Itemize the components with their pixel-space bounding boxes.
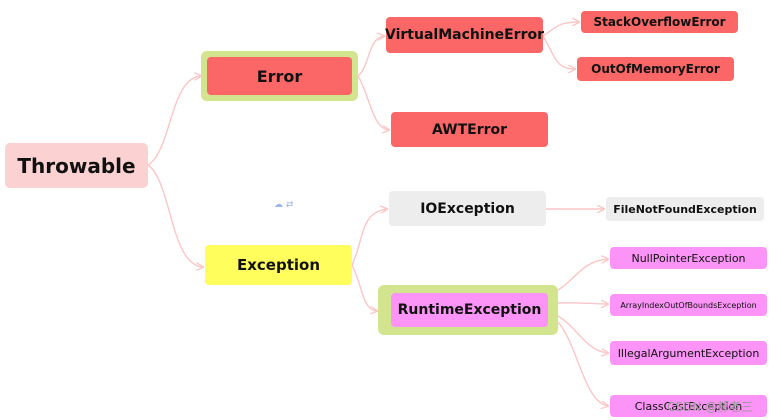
connector-error-virtualmachineerror [357, 36, 384, 77]
connector-error-awterror [357, 75, 389, 130]
node-array-index-out-of-bounds-exception-label: ArrayIndexOutOfBoundsException [620, 300, 757, 310]
node-throwable-label: Throwable [17, 153, 136, 178]
node-io-exception: IOException [389, 191, 546, 226]
node-io-exception-label: IOException [420, 200, 515, 217]
connector-throwable-error [147, 76, 201, 166]
node-exception: Exception [205, 245, 352, 285]
connector-runtime-nullpointer [557, 259, 608, 291]
node-illegal-argument-exception: IllegalArgumentException [610, 341, 767, 365]
node-null-pointer-exception: NullPointerException [610, 247, 767, 269]
cloud-logo-icon: ☁︎ ⇄ [274, 200, 294, 210]
node-null-pointer-exception-label: NullPointerException [631, 251, 746, 265]
connector-runtime-arrayindex [557, 303, 608, 304]
node-stack-overflow-error: StackOverflowError [581, 11, 738, 33]
node-throwable: Throwable [5, 143, 148, 188]
watermark-text: CSDN @郝老三 [667, 400, 754, 414]
node-runtime-exception: RuntimeException [391, 293, 548, 327]
node-illegal-argument-exception-label: IllegalArgumentException [617, 346, 760, 360]
node-error: Error [207, 57, 352, 95]
connector-runtime-illegalargument [557, 315, 608, 353]
connector-vme-outofmemory [542, 35, 575, 69]
node-awt-error: AWTError [391, 112, 548, 147]
node-out-of-memory-error-label: OutOfMemoryError [591, 62, 720, 76]
node-exception-label: Exception [236, 256, 321, 274]
node-virtual-machine-error: VirtualMachineError [385, 17, 544, 53]
connector-runtime-classcast [557, 321, 608, 406]
connector-vme-stackoverflow [542, 22, 579, 37]
node-awt-error-label: AWTError [431, 121, 508, 138]
node-runtime-exception-label: RuntimeException [397, 302, 542, 318]
connector-exception-runtimeexception [351, 264, 377, 311]
node-class-cast-exception-label: ClassCastException [634, 399, 743, 413]
node-out-of-memory-error: OutOfMemoryError [577, 57, 734, 81]
connector-exception-ioexception [351, 209, 387, 266]
node-file-not-found-exception: FileNotFoundException [606, 197, 764, 221]
connector-throwable-exception [147, 164, 203, 267]
node-file-not-found-exception-label: FileNotFoundException [613, 202, 757, 216]
node-stack-overflow-error-label: StackOverflowError [593, 15, 726, 29]
node-array-index-out-of-bounds-exception: ArrayIndexOutOfBoundsException [610, 294, 767, 316]
node-class-cast-exception: ClassCastException [610, 395, 767, 417]
node-virtual-machine-error-label: VirtualMachineError [385, 27, 544, 43]
node-error-label: Error [256, 66, 303, 86]
